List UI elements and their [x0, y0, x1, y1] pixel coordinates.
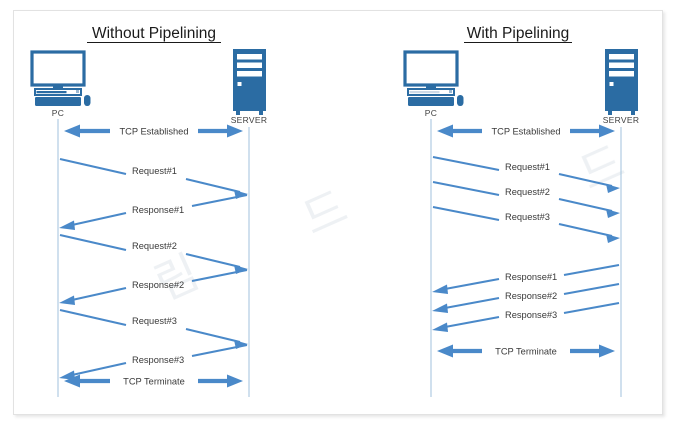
message-tcp-established: TCP Established: [437, 124, 615, 138]
message-label: Request#3: [505, 212, 550, 222]
message-request-1: Request#1: [59, 157, 248, 199]
page-title: With Pipelining: [467, 25, 570, 42]
message-response-3: Response#3: [59, 343, 248, 380]
message-tcp-terminate: TCP Terminate: [437, 344, 615, 358]
page-title: Without Pipelining: [92, 25, 216, 42]
message-label: Response#3: [132, 355, 184, 365]
message-tcp-terminate: TCP Terminate: [64, 374, 243, 388]
message-response-1: Response#1: [59, 193, 248, 230]
diagram-panel: 드 림 드 Without Pipelining PC: [13, 10, 663, 415]
actor-label-client: PC: [52, 108, 64, 118]
message-label: Response#1: [132, 205, 184, 215]
message-label: TCP Established: [119, 127, 188, 137]
message-request-3: Request#3: [432, 205, 620, 243]
sequence-diagram-svg: 드 림 드 Without Pipelining PC: [30, 25, 640, 397]
actor-label-server: SERVER: [603, 115, 640, 125]
message-request-3: Request#3: [59, 308, 248, 349]
message-label: TCP Terminate: [123, 377, 185, 387]
message-response-1: Response#1: [432, 263, 620, 294]
actor-label-client: PC: [425, 108, 437, 118]
watermark-glyph: 드: [572, 135, 633, 202]
message-response-2: Response#2: [59, 268, 248, 305]
watermark-glyph: 드: [295, 180, 356, 247]
message-label: Response#3: [505, 310, 557, 320]
message-label: Request#1: [132, 166, 177, 176]
message-request-2: Request#2: [432, 180, 620, 218]
desktop-computer-icon: [30, 50, 91, 106]
desktop-computer-icon: [403, 50, 464, 106]
message-tcp-established: TCP Established: [64, 124, 243, 138]
diagram-with-pipelining: With Pipelining PC: [403, 25, 640, 397]
watermark-group: 드 림 드: [147, 135, 633, 312]
message-label: Request#3: [132, 316, 177, 326]
diagram-without-pipelining: Without Pipelining PC: [30, 25, 268, 397]
message-response-2: Response#2: [432, 282, 620, 313]
message-label: Request#2: [132, 241, 177, 251]
message-label: TCP Established: [491, 127, 560, 137]
server-tower-icon: [233, 49, 266, 115]
message-label: TCP Terminate: [495, 347, 557, 357]
watermark-glyph: 림: [147, 245, 208, 312]
actor-label-server: SERVER: [231, 115, 268, 125]
message-label: Response#2: [505, 291, 557, 301]
message-response-3: Response#3: [432, 301, 620, 332]
message-label: Request#1: [505, 162, 550, 172]
message-request-1: Request#1: [432, 155, 620, 193]
message-label: Request#2: [505, 187, 550, 197]
message-label: Response#1: [505, 272, 557, 282]
message-label: Response#2: [132, 280, 184, 290]
server-tower-icon: [605, 49, 638, 115]
